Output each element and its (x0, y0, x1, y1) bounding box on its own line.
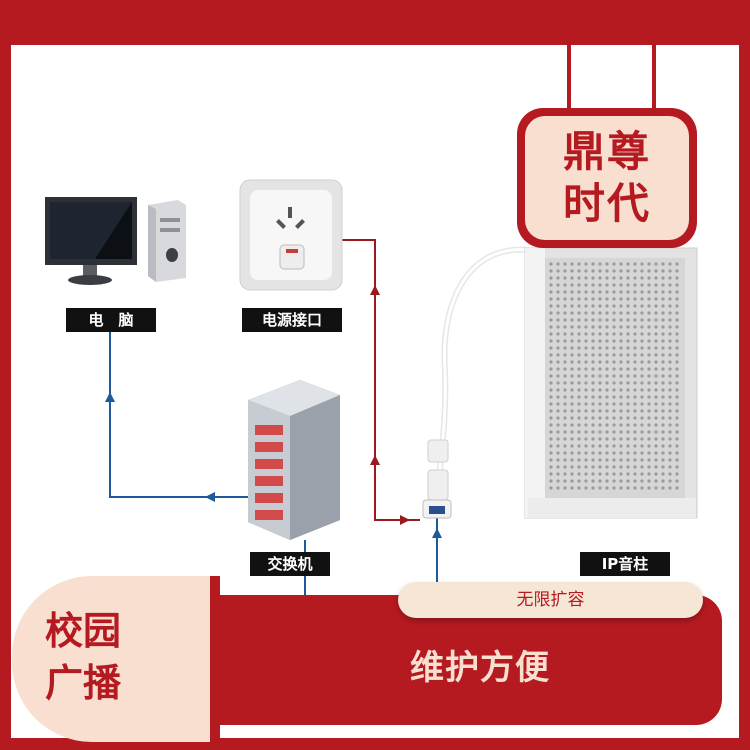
feature-pill: 无限扩容 (398, 582, 703, 618)
badge (12, 576, 220, 742)
arrow-up-icon (370, 455, 380, 465)
arrow-left-icon (205, 492, 215, 502)
label-computer: 电 脑 (66, 308, 156, 332)
switch-to-computer-line (109, 330, 248, 498)
label-speaker: IP音柱 (580, 552, 670, 576)
badge-line-1: 校园 (45, 609, 122, 653)
brand-line-1: 鼎尊 (562, 127, 651, 176)
speaker-grille (549, 262, 679, 490)
arrow-up-icon (432, 528, 442, 538)
speaker-cable (434, 246, 528, 501)
ip-speaker-icon (524, 247, 698, 519)
brand-line-2: 时代 (562, 179, 651, 228)
computer-icon (45, 197, 186, 285)
arrow-up-icon (370, 285, 380, 295)
brand-tag: 鼎尊 时代 (517, 108, 697, 248)
poe-connector-icon (422, 439, 452, 519)
arrow-right-icon (400, 515, 410, 525)
switch-icon (248, 380, 340, 540)
power-socket-icon (239, 179, 343, 291)
hanger-left (567, 45, 571, 110)
label-power: 电源接口 (242, 308, 342, 332)
arrow-up-icon (105, 392, 115, 402)
badge-line-2: 广播 (45, 661, 122, 705)
power-line (340, 239, 420, 521)
brand-tag-inner: 鼎尊 时代 (525, 116, 689, 240)
hanger-right (652, 45, 656, 110)
slogan-text: 维护方便 (410, 648, 550, 688)
badge-text: 校园 广播 (45, 605, 185, 709)
label-switch: 交换机 (250, 552, 330, 576)
